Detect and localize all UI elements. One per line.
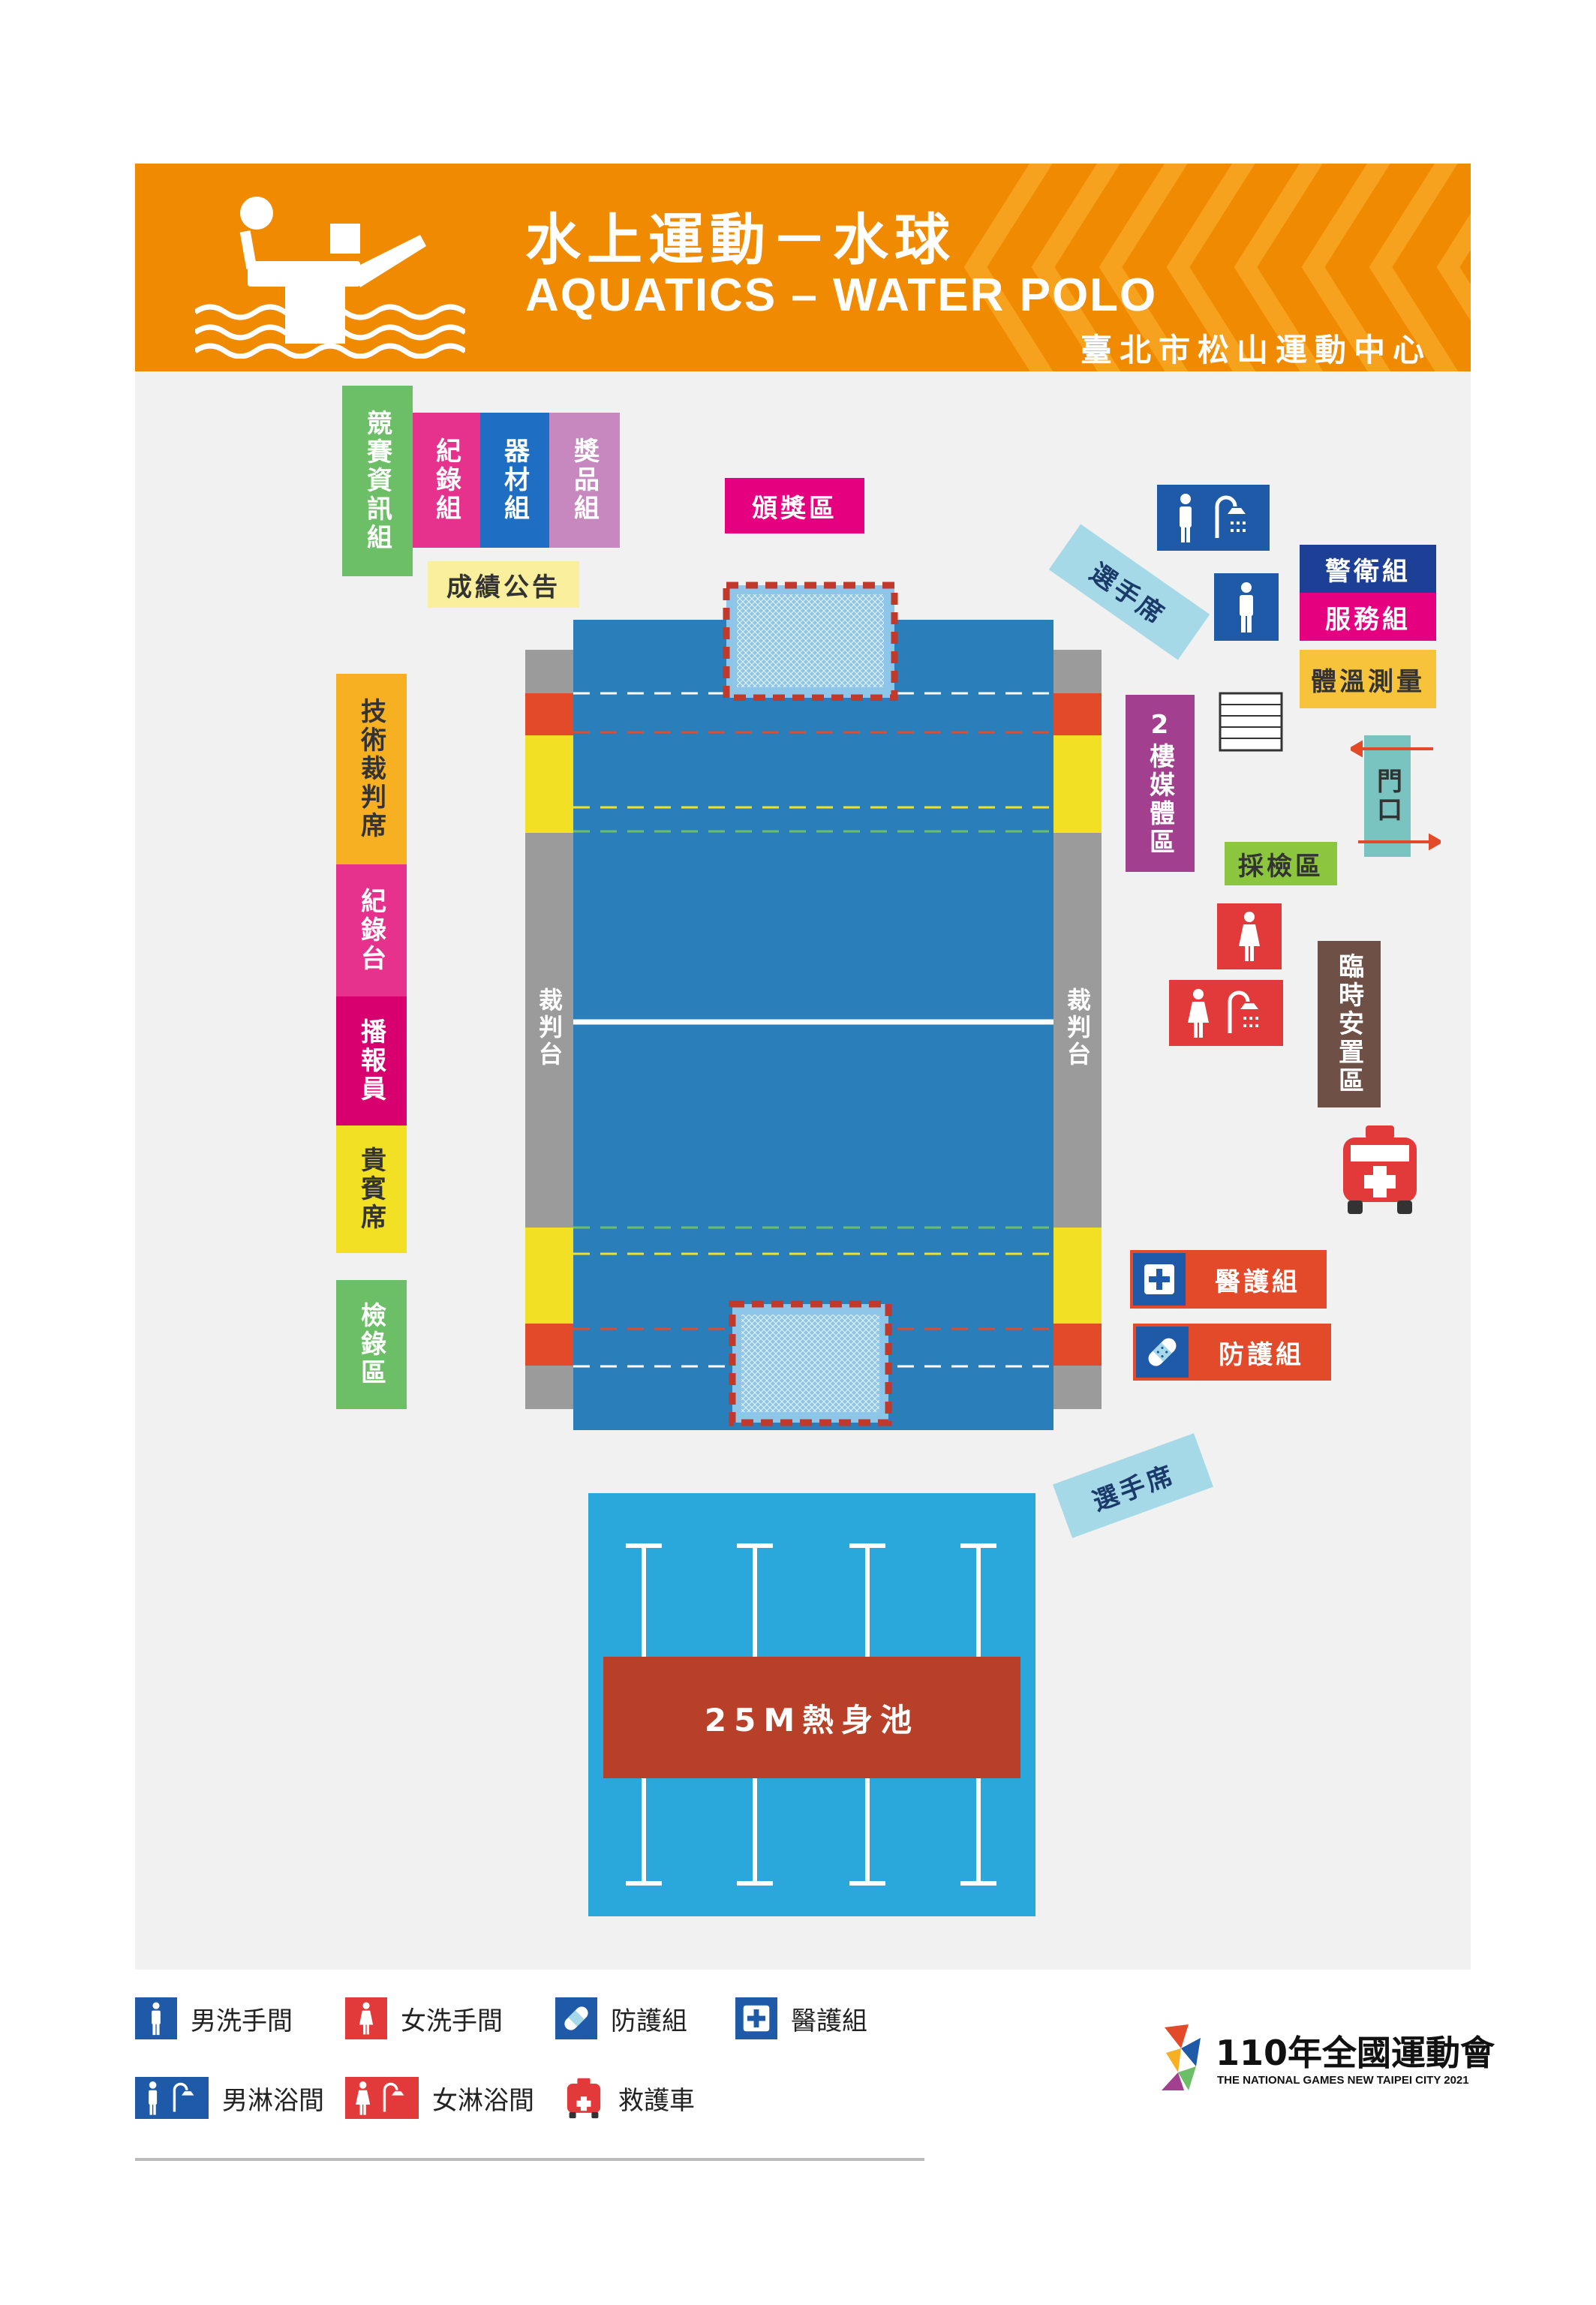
water-polo-icon	[195, 197, 465, 359]
national-games-logo: 110年全國運動會 THE NATIONAL GAMES NEW TAIPEI …	[1159, 2023, 1495, 2098]
zone-medical-group: 醫護組	[1130, 1250, 1327, 1309]
pool-side-right-top	[1053, 650, 1102, 693]
zone-doping-area: 採檢區	[1225, 842, 1337, 885]
legend: 男洗手間 女洗手間 防護組 醫護組 男淋浴間 女淋浴間 救護車	[135, 1997, 1111, 2177]
zone-announcer: 播報員	[336, 996, 407, 1125]
chevron-pattern	[963, 164, 1471, 371]
legend-protection: 防護組	[555, 1997, 687, 2039]
pool-side-left-top	[525, 650, 573, 693]
zone-records-group: 紀錄組	[413, 413, 480, 548]
medical-icon	[735, 1997, 777, 2039]
stairs-icon	[1219, 692, 1283, 752]
legend-women-toilet: 女洗手間	[345, 1997, 503, 2039]
page-title-en: AQUATICS – WATER POLO	[525, 269, 1158, 321]
legend-divider	[135, 2158, 924, 2161]
men-toilet-icon	[1214, 573, 1279, 641]
venue-name: 臺北市松山運動中心	[1081, 332, 1432, 368]
men-toilet-icon	[135, 1997, 177, 2039]
zone-check-in: 檢錄區	[336, 1280, 407, 1409]
zone-record-desk: 紀錄台	[336, 864, 407, 996]
page-title-zh: 水上運動－水球	[525, 208, 956, 272]
zone-results-board: 成績公告	[428, 561, 579, 608]
ambulance-icon	[1343, 1125, 1417, 1214]
protection-icon	[555, 1997, 597, 2039]
zone-tech-judge: 技術裁判席	[336, 674, 407, 864]
women-shower-icon	[1169, 980, 1283, 1046]
zone-equipment-group: 器材組	[480, 413, 549, 548]
legend-ambulance: 救護車	[563, 2077, 695, 2119]
women-shower-icon	[345, 2077, 419, 2119]
zone-competition-info: 競賽資訊組	[342, 386, 413, 576]
logo-title: 110年全國運動會	[1216, 2033, 1495, 2073]
protection-icon	[1136, 1327, 1189, 1378]
legend-women-shower: 女淋浴間	[345, 2077, 534, 2119]
pool-lines	[573, 692, 1053, 1368]
header-banner: 水上運動－水球 AQUATICS – WATER POLO 臺北市松山運動中心	[135, 164, 1471, 371]
goal-bottom	[729, 1300, 892, 1426]
zone-referee-right: 裁判台	[1063, 987, 1092, 1068]
zone-security-group: 警衛組	[1300, 545, 1436, 593]
zone-entrance: 門口	[1364, 735, 1411, 857]
zone-media-area: 2樓媒體區	[1126, 695, 1195, 872]
competition-pool	[573, 620, 1053, 1430]
men-shower-icon	[1157, 485, 1270, 551]
zone-prize-group: 獎品組	[549, 413, 620, 548]
women-toilet-icon	[345, 1997, 387, 2039]
zone-temperature-check: 體溫測量	[1300, 650, 1436, 708]
games-emblem-icon	[1162, 2024, 1201, 2090]
ambulance-icon	[567, 2078, 601, 2119]
zone-warmup-pool-label: 25M熱身池	[603, 1657, 1020, 1778]
legend-medical: 醫護組	[735, 1997, 867, 2039]
entrance-arrows	[1351, 740, 1441, 851]
women-toilet-icon	[1217, 903, 1282, 969]
zone-award-area: 頒獎區	[725, 478, 864, 533]
logo-subtitle: THE NATIONAL GAMES NEW TAIPEI CITY 2021	[1217, 2074, 1469, 2087]
zone-protection-group: 防護組	[1133, 1324, 1331, 1381]
legend-men-shower: 男淋浴間	[135, 2077, 324, 2119]
zone-vip-seats: 貴賓席	[336, 1125, 407, 1253]
medical-icon	[1133, 1253, 1186, 1306]
goal-top	[723, 582, 898, 701]
zone-service-group: 服務組	[1300, 593, 1436, 641]
legend-men-toilet: 男洗手間	[135, 1997, 293, 2039]
zone-referee-left: 裁判台	[535, 987, 564, 1068]
men-shower-icon	[135, 2077, 209, 2119]
zone-temp-placement: 臨時安置區	[1318, 941, 1381, 1107]
